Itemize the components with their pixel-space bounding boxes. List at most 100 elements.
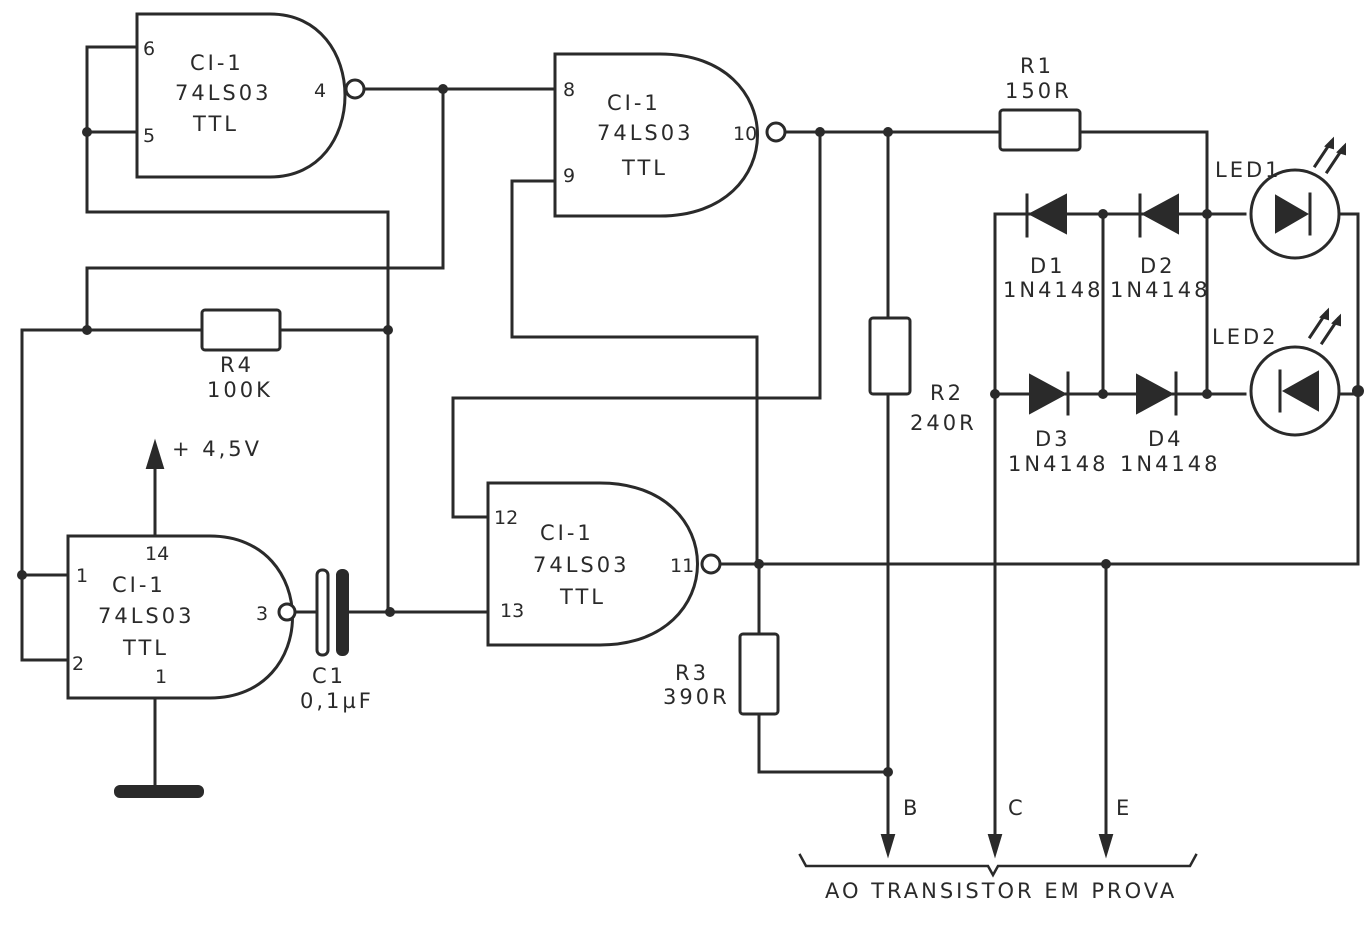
capacitor-value: 0,1µF [300,689,374,713]
terminal-arrow-icon [880,834,896,859]
light-arrow-icon [1324,136,1334,150]
diode-part: 1N4148 [1003,278,1104,302]
diode-part: 1N4148 [1120,452,1221,476]
junction-dot [383,325,393,335]
gate-part: 74LS03 [597,121,693,145]
diode-ref: D2 [1140,254,1176,278]
nand-gate-body [66,534,294,700]
resistor-r4: R4 100K [200,308,282,402]
pin-label: 9 [563,165,575,187]
led-ref: LED1 [1215,158,1282,182]
diode-d1: D1 1N4148 [1003,193,1104,302]
junction-dot [82,127,92,137]
inverter-bubble [277,602,297,622]
supply: + 4,5V [145,437,262,469]
junction-dot [1098,389,1108,399]
resistor-ref: R2 [930,381,964,405]
resistor-ref: R1 [1020,54,1054,78]
light-arrow-icon [1319,307,1329,321]
gate-part: 74LS03 [533,553,629,577]
pin-label-vcc: 14 [145,543,169,565]
pin-label-gnd: 1 [155,666,167,688]
inverter-bubble [765,121,787,143]
pin-label: 13 [500,600,524,622]
resistor-value: 240R [910,411,977,435]
junction-dot [385,607,395,617]
gate-family: TTL [122,636,169,660]
brace [798,853,1198,878]
diode-part: 1N4148 [1110,278,1211,302]
led-triangle-icon [1281,370,1319,412]
light-arrow-icon [1336,142,1346,156]
footer-caption: AO TRANSISTOR EM PROVA [825,879,1177,903]
supply-label: + 4,5V [172,437,262,461]
pin-label: 3 [256,603,268,625]
led-2: LED2 [1212,307,1341,437]
resistor-ref: R3 [675,661,709,685]
diode-triangle-icon [1140,193,1179,235]
resistor-r1: R1 150R [998,54,1082,152]
gate-ci1-d: CI-1 74LS03 TTL 1 2 3 14 1 [66,534,297,700]
terminal-arrow-icon [987,834,1003,859]
inverter-bubble [700,553,722,575]
gate-name: CI-1 [540,521,594,545]
pin-label: 2 [72,653,84,675]
junction-dot [1352,385,1364,397]
pin-label: 8 [563,79,575,101]
resistor-ref: R4 [220,353,254,377]
junction-dot [438,84,448,94]
junction-dot [1202,209,1212,219]
junctions [17,84,1364,777]
resistor-value: 100K [207,378,273,402]
gate-name: CI-1 [607,91,661,115]
nand-gate-body [486,481,699,647]
supply-arrow-icon [145,438,165,469]
gate-part: 74LS03 [98,604,194,628]
junction-dot [82,325,92,335]
terminal-arrow-icon [1098,834,1114,859]
terminals: B C E AO TRANSISTOR EM PROVA [798,796,1198,903]
pin-label: 12 [494,507,518,529]
diode-ref: D4 [1148,427,1184,451]
gate-ci1-a: CI-1 74LS03 TTL 6 5 4 [135,12,366,179]
junction-dot [1202,389,1212,399]
terminal-label-b: B [903,796,920,820]
junction-dot [1098,209,1108,219]
nand-gate-body [553,52,759,218]
diode-triangle-icon [1027,193,1067,235]
resistor-body [200,308,282,352]
resistor-value: 150R [1005,79,1072,103]
junction-dot [1101,559,1111,569]
wires [20,45,1360,842]
pin-label: 1 [76,565,88,587]
terminal-label-e: E [1116,796,1132,820]
gate-name: CI-1 [190,51,244,75]
resistor-body [738,632,780,716]
junction-dot [883,127,893,137]
led-triangle-icon [1275,194,1309,234]
junction-dot [815,127,825,137]
gate-name: CI-1 [112,573,166,597]
junction-dot [883,767,893,777]
capacitor-ref: C1 [312,664,346,688]
gate-part: 74LS03 [175,81,271,105]
diode-triangle-icon [1029,373,1068,415]
pin-label: 11 [670,555,694,577]
junction-dot [990,389,1000,399]
diode-d4: D4 1N4148 [1120,371,1221,476]
gate-ci1-b: CI-1 74LS03 TTL 8 9 10 [553,52,787,218]
diode-part: 1N4148 [1008,452,1109,476]
resistor-body [868,316,912,396]
resistor-value: 390R [663,685,730,709]
led-1: LED1 [1215,136,1346,260]
junction-dot [754,559,764,569]
nand-gate-body [135,12,347,179]
led-ref: LED2 [1212,325,1279,349]
diode-ref: D3 [1035,427,1071,451]
diode-ref: D1 [1030,254,1066,278]
capacitor-plate [315,568,330,657]
light-arrow-icon [1331,313,1341,327]
resistor-r2: R2 240R [868,316,977,435]
resistor-body [998,108,1082,152]
